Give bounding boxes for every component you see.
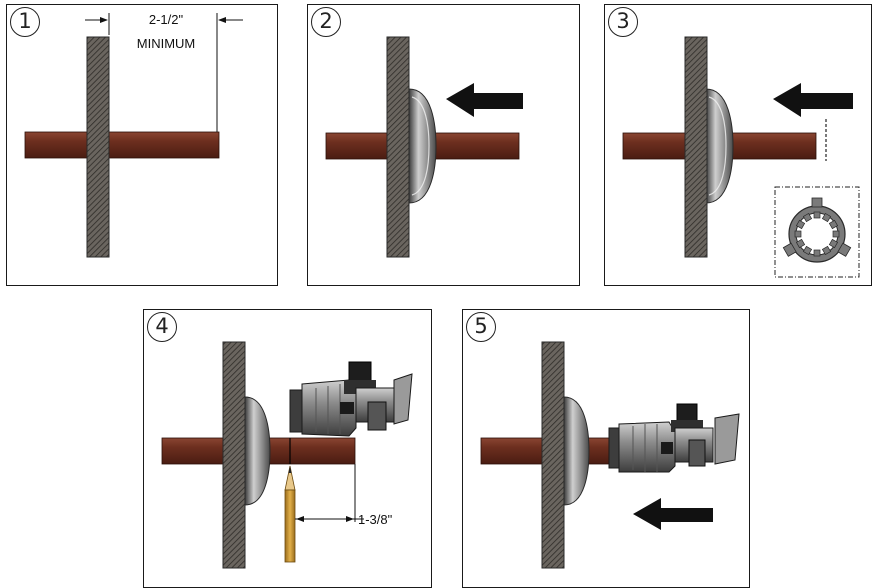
shutoff-valve	[289, 361, 413, 437]
pencil	[284, 465, 296, 563]
wall-section	[86, 36, 110, 258]
step-3-illustration	[622, 36, 860, 278]
wall-section	[541, 341, 565, 569]
step-number-badge: 4	[147, 312, 177, 342]
step-number-badge: 1	[10, 7, 40, 37]
mark-dimension-value: 1-3/8"	[358, 512, 393, 527]
wall-section	[222, 341, 246, 569]
minimum-dimension-label: MINIMUM	[136, 36, 196, 51]
escutcheon-ring	[244, 396, 271, 506]
push-direction-arrow	[773, 83, 853, 117]
shutoff-valve	[608, 403, 740, 473]
dimension-arrowhead-left	[100, 17, 108, 23]
copper-pipe	[24, 131, 220, 159]
wall-section	[386, 36, 410, 258]
collet-detail-frame	[774, 186, 860, 278]
step-5-panel: 5	[462, 309, 750, 588]
step-1-illustration	[24, 13, 243, 258]
escutcheon-ring	[705, 88, 734, 204]
escutcheon-ring	[408, 88, 437, 204]
step-number-badge: 3	[608, 7, 638, 37]
push-direction-arrow	[446, 83, 523, 117]
escutcheon-highlight	[708, 96, 727, 196]
step-2-illustration	[325, 36, 523, 258]
escutcheon-highlight	[411, 96, 430, 196]
dimension-arrowhead-right	[346, 516, 354, 522]
push-direction-arrow	[633, 498, 713, 530]
dimension-arrowhead-right	[218, 17, 226, 23]
wall-section	[684, 36, 708, 258]
step-number-badge: 2	[311, 7, 341, 37]
step-1-panel: 1 2-1/2" MINIMUM	[6, 4, 278, 286]
step-5-illustration	[480, 341, 740, 569]
step-4-illustration	[161, 341, 413, 569]
step-2-panel: 2	[307, 4, 580, 286]
collet-ring-icon	[782, 197, 852, 263]
escutcheon-ring	[563, 396, 590, 506]
step-3-panel: 3	[604, 4, 872, 286]
step-4-panel: 4 1-3/8"	[143, 309, 432, 588]
step-number-badge: 5	[466, 312, 496, 342]
dimension-arrowhead-left	[296, 516, 304, 522]
minimum-dimension-value: 2-1/2"	[148, 12, 184, 27]
